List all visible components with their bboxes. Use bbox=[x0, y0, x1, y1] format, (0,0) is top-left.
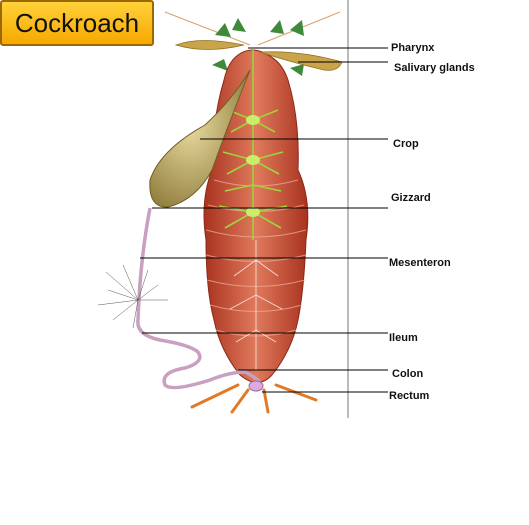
label-salivary-glands: Salivary glands bbox=[394, 62, 475, 74]
intestine bbox=[136, 207, 264, 390]
label-mesenteron: Mesenteron bbox=[389, 257, 451, 269]
page-title: Cockroach bbox=[14, 7, 140, 38]
crop bbox=[149, 69, 251, 208]
salivary-glands bbox=[174, 40, 343, 71]
label-colon: Colon bbox=[392, 368, 424, 380]
label-pharynx: Pharynx bbox=[391, 42, 435, 54]
label-crop: Crop bbox=[393, 138, 419, 150]
mouthparts bbox=[212, 18, 304, 76]
label-ileum: Ileum bbox=[389, 332, 418, 344]
ganglia bbox=[246, 115, 260, 217]
malpighian-tubules bbox=[97, 264, 168, 329]
title-badge: Cockroach bbox=[0, 0, 154, 46]
pointer-lines bbox=[140, 47, 388, 393]
antennae bbox=[164, 11, 341, 46]
label-gizzard: Gizzard bbox=[391, 192, 431, 204]
cerci bbox=[190, 383, 318, 414]
label-rectum: Rectum bbox=[389, 390, 430, 402]
rectum bbox=[248, 380, 264, 392]
tracheae bbox=[229, 240, 283, 370]
